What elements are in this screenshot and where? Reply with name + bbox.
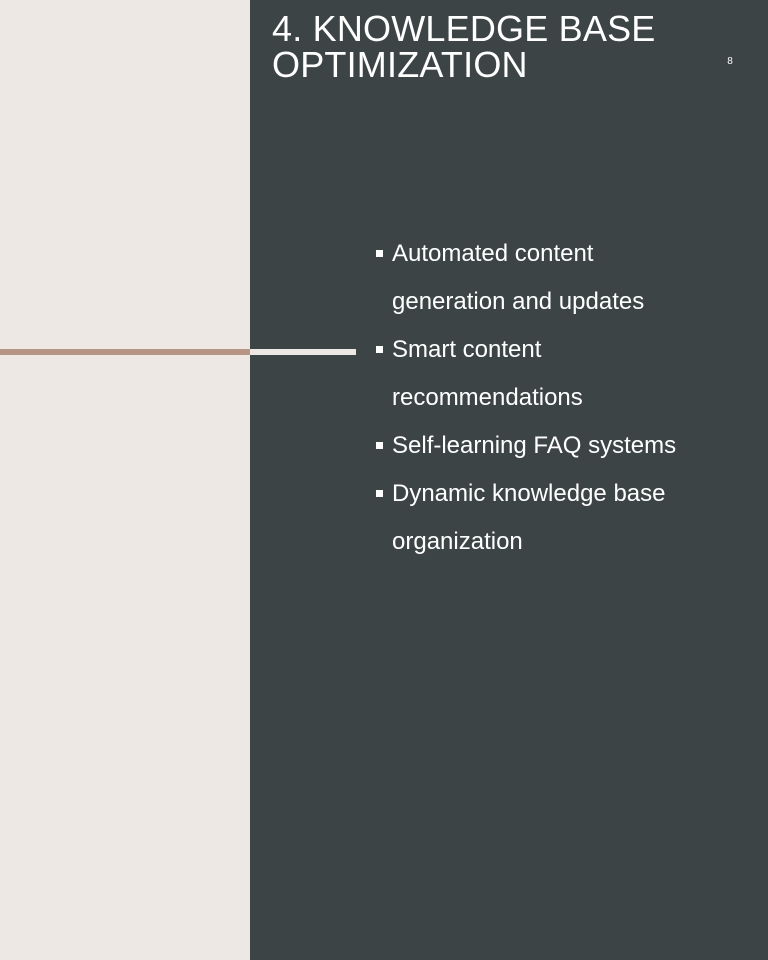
bullet-text-line: organization	[392, 528, 523, 555]
square-bullet-icon	[376, 346, 383, 353]
bullet-text-line: Smart content	[392, 336, 542, 363]
bullet-item-self-learning-faq: Self-learning FAQ systems	[376, 422, 736, 470]
bullet-list: Automated content generation and updates…	[376, 230, 736, 566]
slide-title-line-2: OPTIMIZATION	[272, 44, 528, 85]
bullet-text-line: Dynamic knowledge base	[392, 480, 666, 507]
bullet-text-line: recommendations	[392, 384, 583, 411]
bullet-text-line: generation and updates	[392, 288, 645, 315]
right-panel	[250, 0, 768, 960]
slide-title: 4. KNOWLEDGE BASE OPTIMIZATION	[272, 11, 712, 83]
bullet-item-dynamic-knowledge-base: Dynamic knowledge base organization	[376, 470, 736, 566]
bullet-text-line: Automated content	[392, 240, 594, 267]
accent-line-right	[250, 349, 356, 355]
left-panel	[0, 0, 250, 960]
slide-title-line-1: 4. KNOWLEDGE BASE	[272, 8, 656, 49]
square-bullet-icon	[376, 442, 383, 449]
accent-line-left	[0, 349, 250, 355]
bullet-text-line: Self-learning FAQ systems	[392, 432, 677, 459]
square-bullet-icon	[376, 490, 383, 497]
bullet-item-automated-content: Automated content generation and updates	[376, 230, 736, 326]
bullet-item-smart-recommendations: Smart content recommendations	[376, 326, 736, 422]
square-bullet-icon	[376, 250, 383, 257]
slide-number: 8	[727, 56, 733, 67]
